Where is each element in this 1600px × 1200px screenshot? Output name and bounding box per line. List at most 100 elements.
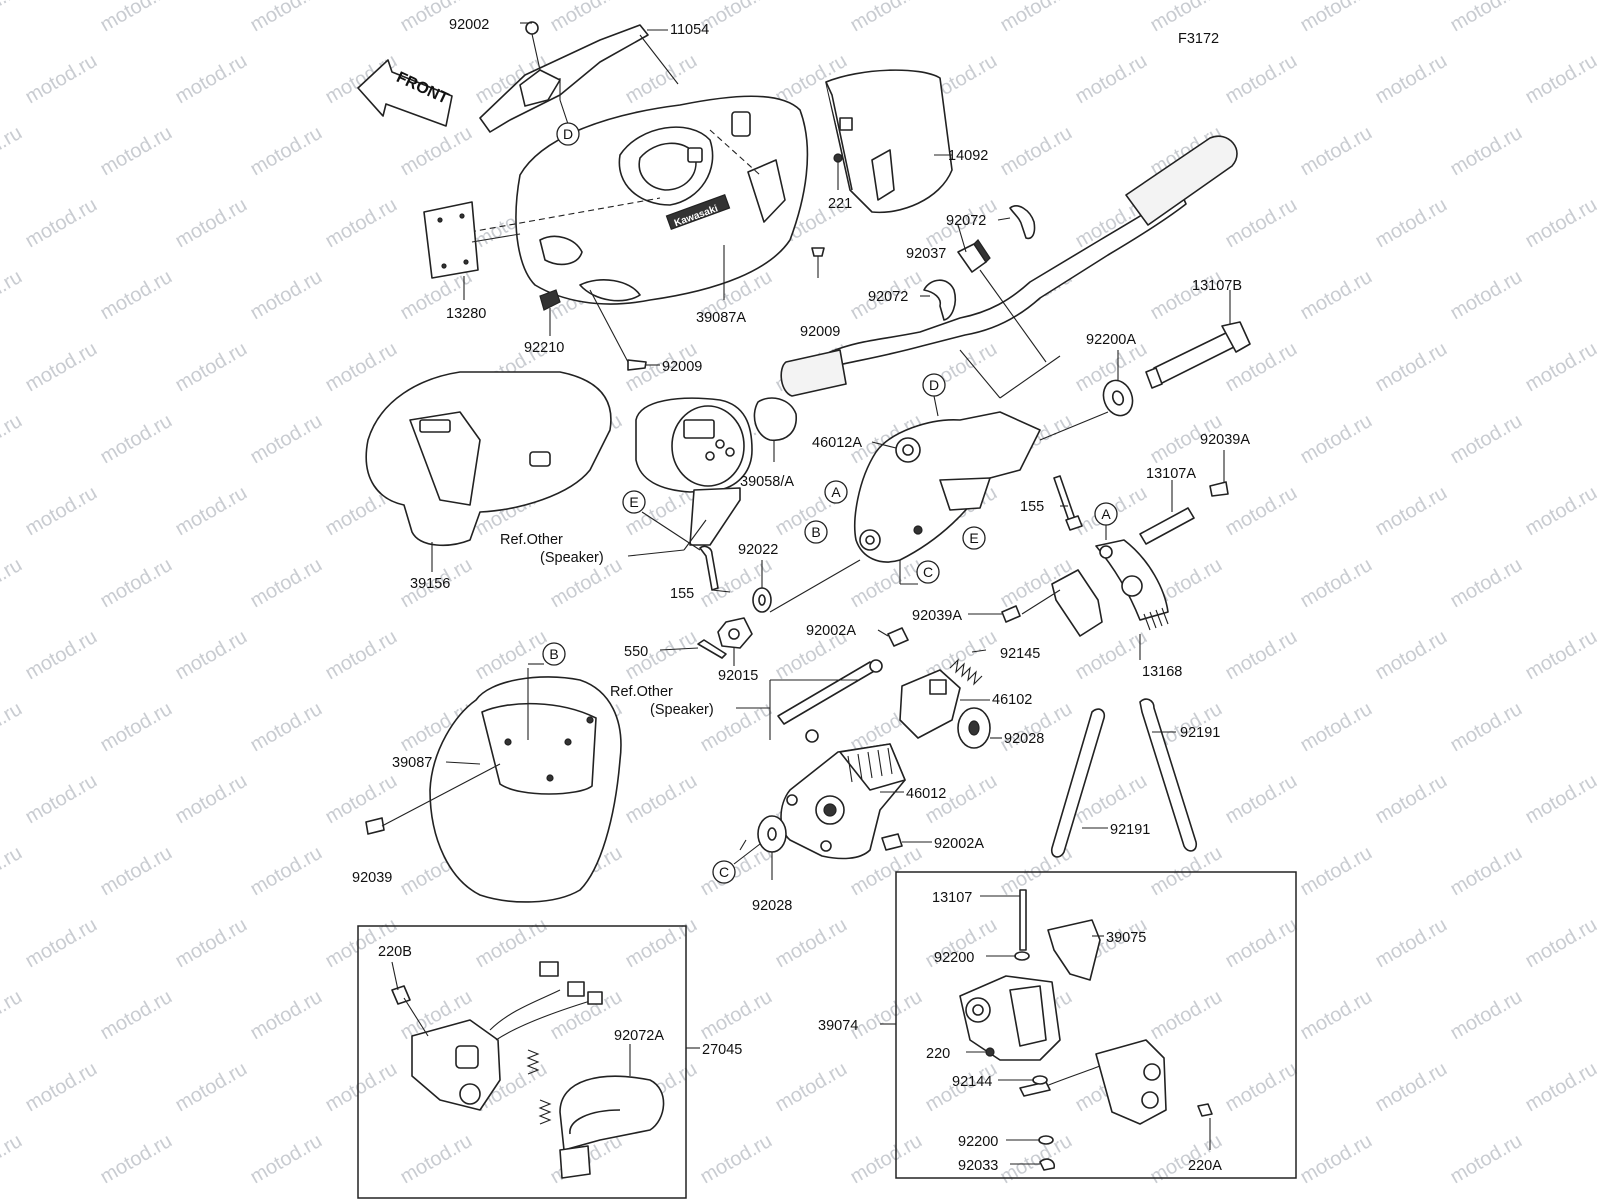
svg-text:B: B	[549, 646, 558, 662]
front-arrow: FRONT	[357, 59, 453, 127]
watermark-text: motod.ru	[322, 194, 401, 253]
label-92022: 92022	[738, 542, 778, 558]
callout-d-top: D	[556, 99, 580, 146]
label-92200-upper: 92200	[934, 950, 974, 966]
bracket-11054	[479, 21, 649, 133]
svg-text:D: D	[929, 377, 939, 393]
watermark-text: motod.ru	[1222, 626, 1301, 685]
watermark-text: motod.ru	[1222, 770, 1301, 829]
plate-13168	[1051, 539, 1169, 637]
svg-text:C: C	[923, 564, 933, 580]
label-speaker-1: (Speaker)	[540, 550, 604, 566]
watermark-text: motod.ru	[97, 266, 176, 325]
watermark-text: motod.ru	[1597, 410, 1600, 469]
watermark-text: motod.ru	[0, 1130, 26, 1189]
watermark-text: motod.ru	[622, 50, 701, 109]
label-92033: 92033	[958, 1158, 998, 1174]
watermark-text: motod.ru	[22, 1058, 101, 1117]
label-220: 220	[926, 1046, 950, 1062]
watermark-text: motod.ru	[322, 770, 401, 829]
washer-92022	[752, 587, 772, 613]
clip-92210	[539, 289, 561, 311]
watermark-text: motod.ru	[1447, 410, 1526, 469]
watermark-text: motod.ru	[22, 50, 101, 109]
label-155-left: 155	[670, 586, 694, 602]
watermark-text: motod.ru	[772, 914, 851, 973]
watermark-text: motod.ru	[1297, 554, 1376, 613]
watermark-text: motod.ru	[172, 626, 251, 685]
watermark-text: motod.ru	[997, 1130, 1076, 1189]
watermark-text: motod.ru	[1522, 914, 1600, 973]
label-11054: 11054	[670, 22, 709, 38]
watermark-text: motod.ru	[1522, 338, 1600, 397]
label-13168: 13168	[1142, 664, 1182, 680]
watermark-text: motod.ru	[1597, 122, 1600, 181]
holder-46012A	[854, 411, 1041, 585]
watermark-text: motod.ru	[172, 1058, 251, 1117]
watermark-text: motod.ru	[1372, 50, 1451, 109]
watermark-text: motod.ru	[1372, 626, 1451, 685]
watermark-text: motod.ru	[847, 1130, 926, 1189]
watermark-text: motod.ru	[1597, 1130, 1600, 1189]
watermark-text: motod.ru	[172, 914, 251, 973]
watermark-text: motod.ru	[247, 410, 326, 469]
label-92200A: 92200A	[1086, 332, 1136, 348]
handlebar-cover-39087A: Kawasaki	[469, 95, 809, 305]
spring-92145	[949, 658, 983, 686]
watermark-text: motod.ru	[22, 770, 101, 829]
svg-text:A: A	[831, 484, 841, 500]
label-550: 550	[624, 644, 648, 660]
label-92028-upper: 92028	[1004, 731, 1044, 747]
label-13107: 13107	[932, 890, 972, 906]
screw-92039A-right	[1209, 481, 1229, 497]
watermark-text: motod.ru	[172, 770, 251, 829]
watermark-text: motod.ru	[97, 122, 176, 181]
svg-text:D: D	[563, 126, 573, 142]
callout-d-mid: D	[922, 373, 946, 417]
watermark-text: motod.ru	[1447, 266, 1526, 325]
nut-92015	[717, 617, 753, 649]
label-ref-other-1: Ref.Other	[500, 532, 563, 548]
watermark-text: motod.ru	[397, 1130, 476, 1189]
leader-lines	[391, 22, 1231, 1165]
label-92002A-lower: 92002A	[934, 836, 984, 852]
watermark-text: motod.ru	[0, 554, 26, 613]
watermark-text: motod.ru	[322, 626, 401, 685]
label-39156: 39156	[410, 576, 450, 592]
watermark-text: motod.ru	[97, 0, 176, 36]
svg-text:B: B	[811, 524, 820, 540]
watermark-text: motod.ru	[1222, 1058, 1301, 1117]
watermark-text: motod.ru	[0, 698, 26, 757]
figure-id: F3172	[1178, 31, 1219, 47]
watermark-text: motod.ru	[397, 122, 476, 181]
bolt-155-right	[1053, 475, 1083, 531]
label-13280: 13280	[446, 306, 486, 322]
strap-92072-upper	[1009, 205, 1036, 240]
watermark-text: motod.ru	[1522, 482, 1600, 541]
watermark-text: motod.ru	[22, 194, 101, 253]
label-46102: 46102	[992, 692, 1032, 708]
watermark-text: motod.ru	[1447, 698, 1526, 757]
watermark-text: motod.ru	[22, 626, 101, 685]
watermark-text: motod.ru	[172, 194, 251, 253]
svg-text:A: A	[1101, 506, 1111, 522]
watermark-text: motod.ru	[1597, 0, 1600, 36]
watermark-text: motod.ru	[247, 122, 326, 181]
watermark-text: motod.ru	[1297, 842, 1376, 901]
watermark-text: motod.ru	[1147, 986, 1226, 1045]
label-39087: 39087	[392, 755, 432, 771]
watermark-text: motod.ru	[97, 698, 176, 757]
plate-13280	[423, 201, 479, 279]
pin-221	[833, 153, 843, 190]
svg-text:E: E	[629, 494, 638, 510]
watermark-text: motod.ru	[1522, 50, 1600, 109]
callout-b-lower: B	[528, 642, 566, 666]
watermark-text: motod.ru	[1522, 194, 1600, 253]
svg-text:C: C	[719, 864, 729, 880]
label-13107A: 13107A	[1146, 466, 1196, 482]
watermark-text: motod.ru	[1447, 986, 1526, 1045]
screw-92009-left	[627, 359, 660, 371]
watermark-text: motod.ru	[22, 338, 101, 397]
watermark-text: motod.ru	[1297, 410, 1376, 469]
watermark-text: motod.ru	[247, 842, 326, 901]
